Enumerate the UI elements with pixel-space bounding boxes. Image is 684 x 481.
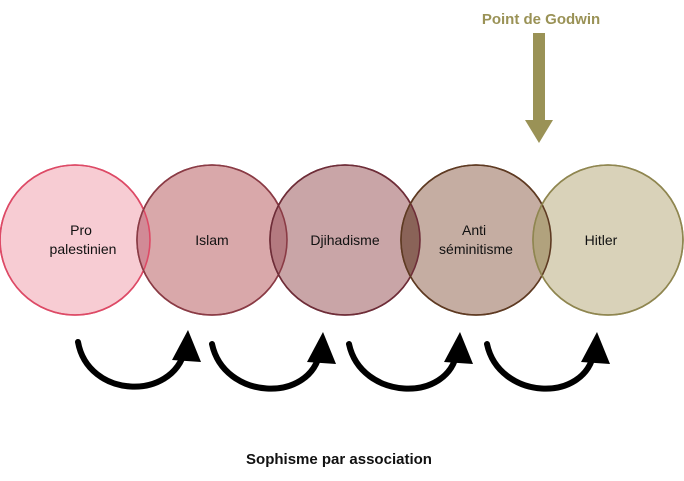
label-djihadisme: Djihadisme [310,232,379,248]
outline-2 [136,164,288,316]
label-pro-palestinien: Pro palestinien [50,222,117,257]
outline-3 [269,164,421,316]
label-islam: Islam [195,232,228,248]
curved-arrow-1 [75,330,201,390]
association-arrows [75,330,610,392]
label-anti-seminitisme-line2: séminitisme [439,241,513,257]
caption: Sophisme par association [246,451,432,468]
outline-1 [0,164,151,316]
godwin-arrow [525,33,553,143]
label-anti-seminitisme-line1: Anti [462,222,486,238]
curved-arrow-2 [209,332,336,392]
godwin-label: Point de Godwin [482,11,600,28]
curved-arrow-4 [484,332,610,392]
circle-outlines [0,164,684,316]
label-pro-palestinien-line2: palestinien [50,241,117,257]
curved-arrow-3 [346,332,473,392]
label-anti-seminitisme: Anti séminitisme [439,222,513,257]
outline-4 [400,164,552,316]
label-hitler: Hitler [585,232,618,248]
outline-5 [532,164,684,316]
label-pro-palestinien-line1: Pro [70,222,92,238]
